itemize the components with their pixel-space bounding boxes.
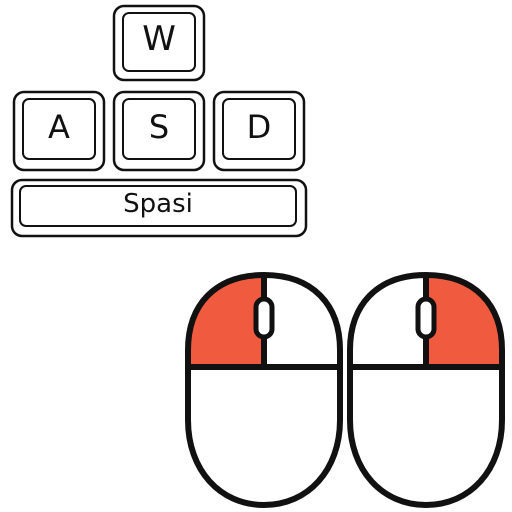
key-s-label: S bbox=[149, 108, 169, 146]
key-d-inner bbox=[222, 98, 296, 160]
key-a: A bbox=[12, 90, 106, 172]
mouse-left-click-left-button bbox=[188, 275, 264, 367]
mouse-left-click-right-button bbox=[264, 275, 340, 367]
keyboard-keys: W A S D Spasi bbox=[10, 4, 308, 238]
key-d-label: D bbox=[247, 108, 272, 146]
key-s: S bbox=[112, 90, 206, 172]
mouse-right-click-left-button bbox=[350, 275, 426, 367]
mouse-right-click-right-button bbox=[426, 275, 502, 367]
key-w-label: W bbox=[142, 19, 176, 59]
key-space-label: Spasi bbox=[123, 189, 193, 219]
key-space: Spasi bbox=[10, 178, 308, 238]
mouse-left-click bbox=[185, 271, 343, 509]
mouse-right-click-body bbox=[347, 271, 505, 509]
mouse-left-click-body bbox=[185, 271, 343, 509]
key-space-inner bbox=[19, 185, 297, 227]
mouse-left-click-scroll-wheel bbox=[253, 296, 275, 340]
key-w-inner bbox=[122, 12, 196, 72]
mouse-right-click-scroll-wheel bbox=[415, 296, 437, 340]
key-w: W bbox=[112, 4, 206, 82]
key-d: D bbox=[212, 90, 306, 172]
key-a-label: A bbox=[48, 108, 70, 146]
key-s-inner bbox=[122, 98, 196, 160]
mouse-right-click bbox=[347, 271, 505, 509]
key-a-inner bbox=[22, 98, 96, 160]
